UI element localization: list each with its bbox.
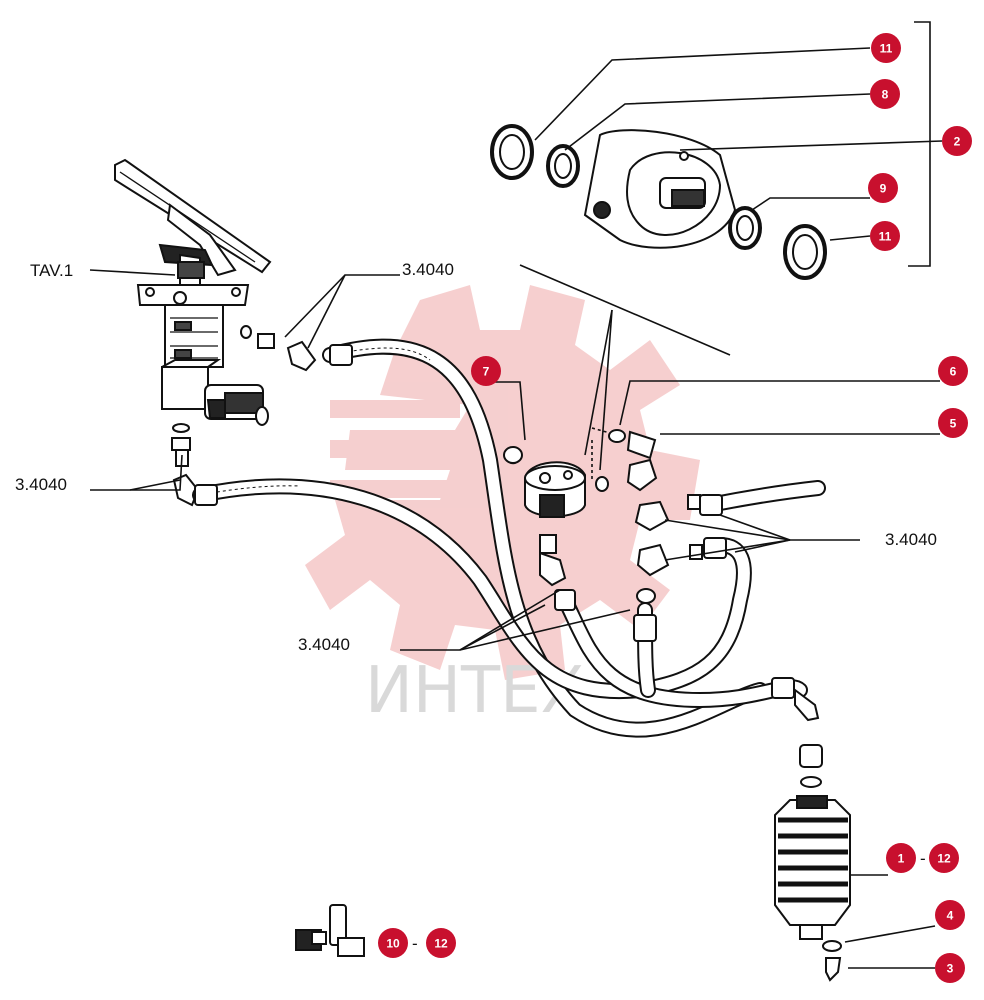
callout-11-bottom-text: 11	[879, 230, 892, 244]
callout-4: 4	[935, 900, 965, 930]
callout-11-top-text: 11	[880, 42, 893, 56]
hydraulic-hoses	[192, 338, 826, 738]
callout-10: 10	[378, 928, 408, 958]
callout-8: 8	[870, 79, 900, 109]
callout-4-text: 4	[947, 909, 954, 923]
small-parts-kit	[295, 904, 365, 957]
callout-10-text: 10	[386, 937, 400, 951]
callout-3-text: 3	[947, 962, 954, 976]
callout-1-text: 1	[898, 852, 905, 866]
manifold-block	[503, 429, 703, 604]
callout-badges: 11 8 2 9 11 7 6 5	[378, 33, 972, 983]
tav-label: TAV.1	[30, 261, 73, 280]
ref-label-left: 3.4040	[15, 475, 67, 494]
watermark-gear-logo	[305, 285, 700, 680]
callout-3: 3	[935, 953, 965, 983]
leader-lines	[89, 21, 943, 969]
callout-12-right: 12	[929, 843, 959, 873]
actuator-detail	[490, 124, 827, 280]
callout-2: 2	[942, 126, 972, 156]
callout-6-text: 6	[950, 365, 957, 379]
callout-1: 1	[886, 843, 916, 873]
range-dash-right: -	[920, 849, 926, 868]
callout-7: 7	[471, 356, 501, 386]
callout-9-text: 9	[880, 182, 887, 196]
callout-11-bottom: 11	[870, 221, 900, 251]
callout-8-text: 8	[882, 88, 889, 102]
pedal-valve-assembly	[114, 158, 317, 507]
spring-cylinder	[774, 744, 851, 982]
callout-12-bottom-text: 12	[434, 937, 448, 951]
ref-label-bottom: 3.4040	[298, 635, 350, 654]
callout-7-text: 7	[483, 365, 490, 379]
ref-label-right: 3.4040	[885, 530, 937, 549]
callout-9: 9	[868, 173, 898, 203]
callout-5: 5	[938, 408, 968, 438]
callout-11-top: 11	[871, 33, 901, 63]
callout-6: 6	[938, 356, 968, 386]
ref-label-top: 3.4040	[402, 260, 454, 279]
callout-2-text: 2	[954, 135, 961, 149]
callout-12-bottom: 12	[426, 928, 456, 958]
callout-5-text: 5	[950, 417, 957, 431]
reference-labels: TAV.1 3.4040 3.4040 3.4040 3.4040	[15, 260, 937, 654]
callout-12-right-text: 12	[937, 852, 951, 866]
range-dash-bottom: -	[412, 934, 418, 953]
